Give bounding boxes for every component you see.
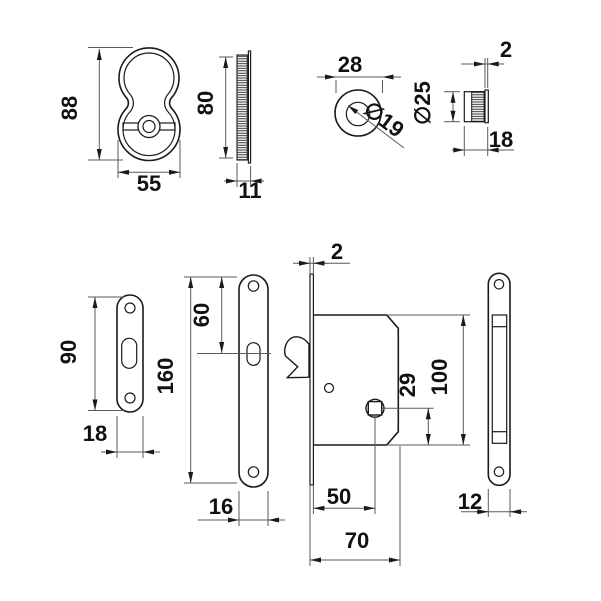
long-faceplate-view xyxy=(238,274,269,488)
dim-label-knob-width: 28 xyxy=(338,52,362,77)
dim-label-lock-faceplate-thickness: 2 xyxy=(331,239,343,264)
dim-label-escutcheon-side-width: 11 xyxy=(238,178,261,203)
dim-cylinder-diameter: ∅25 xyxy=(410,81,460,125)
spindle-square-hole xyxy=(367,400,383,416)
dim-label-knob-bore: ∅19 xyxy=(359,96,409,142)
escutcheon-side-knurled-body xyxy=(236,54,248,161)
escutcheon-side-plate xyxy=(247,50,252,164)
escutcheon-inner-contour xyxy=(122,52,176,157)
dim-counter-plate-width: 12 xyxy=(458,489,527,517)
dim-label-cylinder-flange: 2 xyxy=(500,37,512,62)
escutcheon-outer-contour xyxy=(117,47,181,162)
dim-label-faceplate-width: 16 xyxy=(209,494,233,519)
thumbturn-hub-inner xyxy=(142,119,156,134)
dim-label-escutcheon-side-height: 80 xyxy=(193,91,218,115)
dim-lock-spindle-offset: 29 xyxy=(381,373,434,445)
counter-plate-bottom-hole xyxy=(493,466,505,477)
lock-faceplate-strip xyxy=(309,273,315,486)
thumbturn-hub-outer xyxy=(137,114,161,139)
lock-case-hole xyxy=(323,382,335,394)
strike-plate-bottom-hole xyxy=(124,392,136,404)
dim-strike-plate-width: 18 xyxy=(83,416,160,458)
dim-label-cylinder-diameter: ∅25 xyxy=(410,81,435,125)
dim-cylinder-depth: 18 xyxy=(452,126,514,156)
cylinder-flange xyxy=(484,89,489,124)
knob-outer-circle xyxy=(334,89,382,137)
dim-lock-case-depth: 70 xyxy=(309,446,401,566)
dim-label-strike-plate-length: 90 xyxy=(56,340,81,364)
dim-knob-width: 28 xyxy=(317,52,401,93)
dim-escutcheon-side-height: 80 xyxy=(193,56,233,159)
dim-label-strike-plate-width: 18 xyxy=(83,421,107,446)
dim-faceplate-length: 160 xyxy=(153,276,237,484)
dim-label-counter-plate-width: 12 xyxy=(458,489,482,514)
dim-cylinder-flange: 2 xyxy=(461,37,512,88)
escutcheon-front-view xyxy=(117,47,181,162)
strike-plate-slot xyxy=(121,337,138,369)
dim-knob-bore: ∅19 xyxy=(347,96,409,149)
dim-label-escutcheon-height: 88 xyxy=(57,96,82,120)
strike-plate-top-hole xyxy=(124,302,136,314)
dim-escutcheon-side-width: 11 xyxy=(224,163,264,203)
dim-faceplate-slot-offset: 60 xyxy=(189,277,271,354)
dim-label-cylinder-depth: 18 xyxy=(489,127,513,152)
escutcheon-side-view xyxy=(236,50,252,164)
faceplate-bottom-hole xyxy=(247,466,260,478)
dim-faceplate-width: 16 xyxy=(198,491,285,526)
cylinder-knurling xyxy=(471,91,485,123)
faceplate-body xyxy=(238,274,269,488)
counter-plate-top-hole xyxy=(493,278,505,290)
dim-label-faceplate-slot-offset: 60 xyxy=(189,303,214,327)
dim-label-escutcheon-width: 55 xyxy=(137,171,161,196)
dim-lock-case-height: 100 xyxy=(388,314,470,446)
dim-lock-faceplate-thickness: 2 xyxy=(293,239,350,273)
knob-bore-circle xyxy=(345,101,371,127)
dim-label-faceplate-length: 160 xyxy=(153,358,178,395)
strike-plate-body xyxy=(116,294,144,413)
cylinder-side-view xyxy=(463,89,489,124)
dim-escutcheon-width: 55 xyxy=(117,140,181,196)
dim-label-lock-spindle-offset: 29 xyxy=(395,373,420,397)
dim-lock-backset: 50 xyxy=(312,416,376,514)
counter-plate-recess xyxy=(491,314,508,444)
faceplate-top-hole xyxy=(247,280,260,292)
counter-plate-view xyxy=(487,272,511,487)
lock-case xyxy=(312,314,400,446)
dim-label-lock-case-depth: 70 xyxy=(345,528,369,553)
dim-label-lock-case-height: 100 xyxy=(427,359,452,396)
thumbturn-knob-view xyxy=(334,89,382,137)
lock-body-view xyxy=(284,273,400,486)
dim-strike-plate-length: 90 xyxy=(56,296,124,411)
dim-escutcheon-height: 88 xyxy=(57,47,133,161)
dim-label-lock-backset: 50 xyxy=(327,484,351,509)
hook-bolt xyxy=(284,336,310,379)
small-strike-plate-view xyxy=(116,294,144,413)
